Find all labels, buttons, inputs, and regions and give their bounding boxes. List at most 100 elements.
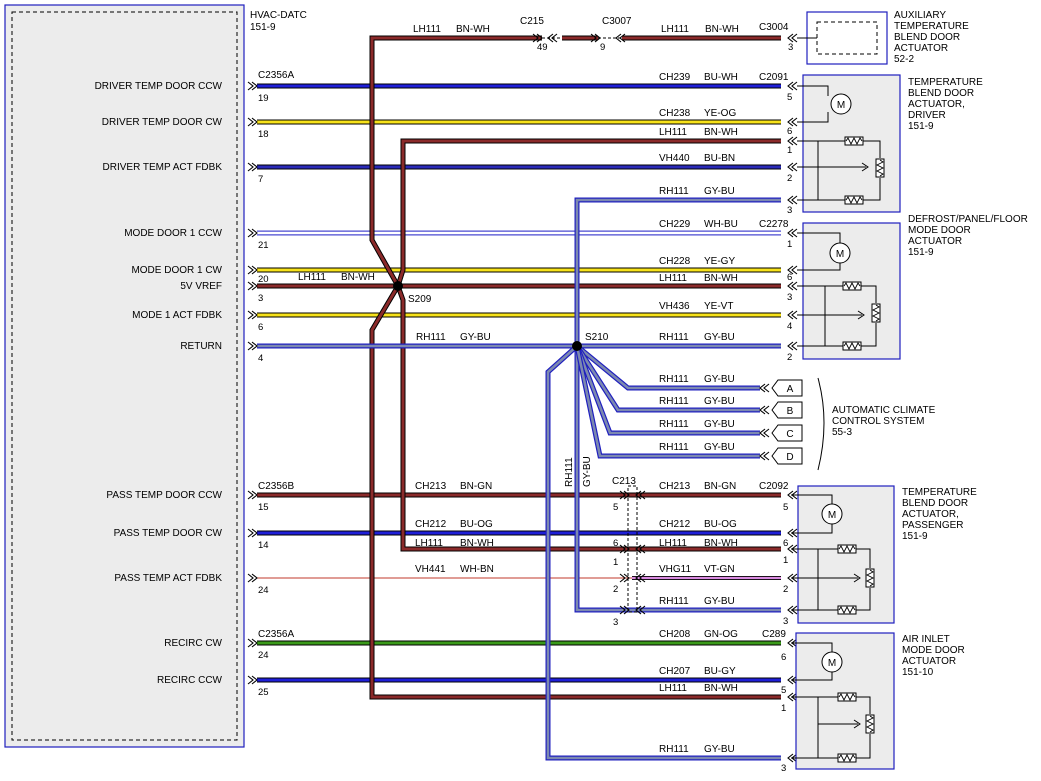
pin-number: 24 [258, 650, 269, 661]
component-ref: 151-9 [908, 247, 934, 258]
component-name: BLEND DOOR [902, 498, 968, 509]
pin-label: MODE DOOR 1 CCW [124, 228, 222, 239]
circuit-label: CH239 [659, 72, 691, 83]
component-name: MODE DOOR [908, 225, 971, 236]
pin-number: 2 [783, 584, 788, 595]
pin-number: 15 [258, 502, 269, 513]
component-name: DRIVER [908, 110, 946, 121]
component-name: ACTUATOR, [902, 509, 959, 520]
pin-number: 14 [258, 540, 269, 551]
pin-number: 1 [613, 557, 618, 568]
color-label: BN-WH [704, 273, 738, 284]
color-label: BN-WH [341, 272, 375, 283]
circuit-label: RH111 [416, 332, 446, 343]
connector-label: C2356A [258, 629, 294, 640]
pin-label: DRIVER TEMP DOOR CCW [95, 81, 223, 92]
pin-label: MODE 1 ACT FDBK [132, 310, 222, 321]
color-label: GY-BU [704, 744, 735, 755]
circuit-label: CH213 [415, 481, 447, 492]
splice-s210 [572, 341, 582, 351]
component-name: ACTUATOR [902, 656, 956, 667]
circuit-label: LH111 [413, 24, 441, 35]
s209-label: S209 [408, 294, 432, 305]
connector-label: C2356B [258, 481, 294, 492]
pin-number: 20 [258, 274, 269, 285]
terminal-label: A [787, 384, 794, 395]
pin-number: 3 [787, 205, 792, 216]
component-name: PASSENGER [902, 520, 964, 531]
circuit-label: RH111 [659, 396, 689, 407]
pin-number: 2 [787, 352, 792, 363]
motor-icon: M [828, 510, 836, 521]
pin-number: 6 [783, 538, 788, 549]
component-name: DEFROST/PANEL/FLOOR [908, 214, 1028, 225]
pin-label: RECIRC CW [164, 638, 222, 649]
pin-number: 21 [258, 240, 269, 251]
circuit-label: RH111 [659, 744, 689, 755]
module-pin-labels: DRIVER TEMP DOOR CCW DRIVER TEMP DOOR CW… [95, 81, 223, 686]
motor-icon: M [836, 249, 844, 260]
c213-connector [619, 485, 646, 615]
circuit-label: CH238 [659, 108, 691, 119]
color-label: GY-BU [704, 374, 735, 385]
pin-number: 1 [787, 239, 792, 250]
circuit-label: LH111 [415, 538, 443, 549]
component-name: CONTROL SYSTEM [832, 416, 924, 427]
component-ref: 151-9 [902, 531, 928, 542]
component-ref: 52-2 [894, 54, 914, 65]
terminal-label: C [786, 429, 793, 440]
motor-icon: M [837, 100, 845, 111]
color-label: WH-BN [460, 564, 494, 575]
component-name: BLEND DOOR [908, 88, 974, 99]
connector-label: C2091 [759, 72, 789, 83]
component-name: TEMPERATURE [894, 21, 969, 32]
connector-label: C215 [520, 16, 544, 27]
circuit-label: RH111 [659, 596, 689, 607]
color-label: GY-BU [704, 186, 735, 197]
pin-number: 5 [613, 502, 618, 513]
circuit-label: CH228 [659, 256, 691, 267]
passenger-blend-door-actuator: M TEMPERATURE BLEND DOOR ACTUATOR, PASSE… [791, 485, 977, 624]
wire-rh111-network [257, 197, 781, 761]
circuit-label: CH207 [659, 666, 691, 677]
component-name: ACTUATOR, [908, 99, 965, 110]
pin-number: 1 [787, 145, 792, 156]
component-name: ACTUATOR [894, 43, 948, 54]
color-label: YE-VT [704, 301, 733, 312]
terminal-label: D [786, 452, 793, 463]
terminal-label: B [787, 406, 794, 417]
pin-number: 5 [783, 502, 788, 513]
pin-number: 3 [783, 616, 788, 627]
color-label: YE-OG [704, 108, 736, 119]
color-label: GY-BU [582, 456, 593, 487]
color-label: VT-GN [704, 564, 735, 575]
pin-number: 6 [613, 538, 618, 549]
component-name: AIR INLET [902, 634, 950, 645]
pin-number: 6 [787, 126, 792, 137]
pin-label: PASS TEMP DOOR CW [114, 528, 223, 539]
pin-number: 6 [258, 322, 263, 333]
pin-number: 24 [258, 585, 269, 596]
pin-number: 1 [781, 703, 786, 714]
component-name: TEMPERATURE [908, 77, 983, 88]
component-ref: 151-9 [908, 121, 934, 132]
circuit-label: LH111 [659, 273, 687, 284]
pin-label: DRIVER TEMP ACT FDBK [103, 162, 223, 173]
aux-blend-door-actuator: AUXILIARY TEMPERATURE BLEND DOOR ACTUATO… [797, 10, 969, 65]
acc-terminals: A B C D AUTOMATIC CLIMATE CONTROL SYSTEM… [759, 377, 936, 471]
color-label: BN-GN [460, 481, 492, 492]
pin-label: RETURN [180, 341, 222, 352]
pin-number: 2 [787, 173, 792, 184]
wires [257, 35, 781, 761]
color-label: GY-BU [460, 332, 491, 343]
color-label: BN-WH [704, 538, 738, 549]
color-label: BN-WH [704, 683, 738, 694]
color-label: GY-BU [704, 596, 735, 607]
color-label: BN-WH [705, 24, 739, 35]
color-label: BU-BN [704, 153, 735, 164]
circuit-label: LH111 [659, 538, 687, 549]
circuit-label: VHG11 [659, 564, 691, 575]
pin-label: MODE DOOR 1 CW [131, 265, 222, 276]
circuit-label: CH208 [659, 629, 691, 640]
pin-number: 9 [600, 42, 605, 53]
